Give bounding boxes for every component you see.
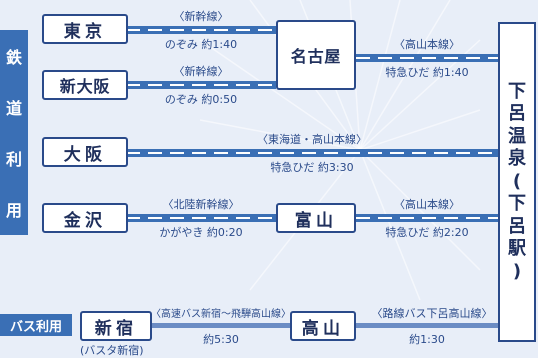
line-name: 〈北陸新幹線〉: [162, 198, 240, 211]
line-name: 〈高山本線〉: [394, 198, 460, 211]
dest-char: 下: [508, 193, 526, 215]
train-time: 特急ひだ 約3:30: [270, 161, 354, 174]
train-time: のぞみ 約0:50: [164, 93, 238, 106]
dest-char: 下: [508, 80, 526, 102]
rail-label-char: 鉄: [5, 47, 22, 67]
route-takayama-gero: [356, 323, 498, 328]
line-name: 〈新幹線〉: [173, 10, 229, 23]
station-nagoya: 名古屋: [276, 20, 356, 90]
rail-label-char: 利: [5, 150, 22, 170]
train-time: 約5:30: [203, 333, 239, 346]
station-takayama: 高山: [290, 311, 356, 341]
line-name: 〈高山本線〉: [394, 38, 460, 51]
station-osaka: 大阪: [42, 137, 128, 167]
station-shin-osaka: 新大阪: [42, 70, 128, 100]
route-shinjuku-takayama: [150, 323, 290, 328]
train-time: 約1:30: [409, 333, 445, 346]
rail-label-char: 道: [5, 98, 22, 118]
station-shinjuku: 新宿: [80, 311, 152, 341]
route-shinosaka-nagoya: [126, 81, 276, 89]
shinjuku-subtitle: (バスタ新宿): [80, 344, 144, 357]
line-name: 〈路線バス下呂高山線〉: [371, 307, 493, 320]
destination-gero-onsen: 下 呂 温 泉 ( 下 呂 駅 ): [498, 22, 536, 342]
rail-usage-label: 鉄 道 利 用: [0, 30, 28, 235]
dest-char: 泉: [508, 148, 526, 170]
dest-char: ): [512, 260, 522, 282]
dest-char: 駅: [508, 238, 526, 260]
station-toyama: 富山: [276, 203, 356, 233]
train-time: 特急ひだ 約2:20: [385, 226, 469, 239]
train-time: かがやき 約0:20: [159, 226, 243, 239]
route-osaka-gero: [126, 149, 498, 157]
station-tokyo: 東京: [42, 14, 128, 44]
bus-usage-label: バス利用: [0, 314, 72, 336]
dest-char: (: [512, 170, 522, 192]
dest-char: 呂: [508, 103, 526, 125]
dest-char: 温: [508, 125, 526, 147]
line-name: 〈新幹線〉: [173, 65, 229, 78]
train-time: 特急ひだ 約1:40: [385, 66, 469, 79]
line-name: 〈東海道・高山本線〉: [257, 133, 367, 146]
rail-label-char: 用: [5, 201, 22, 221]
dest-char: 呂: [508, 215, 526, 237]
train-time: のぞみ 約1:40: [164, 38, 238, 51]
route-kanazawa-toyama: [126, 214, 276, 222]
route-nagoya-gero: [356, 54, 498, 62]
route-toyama-gero: [356, 214, 498, 222]
line-name: 〈高速バス新宿〜飛騨高山線〉: [151, 309, 291, 320]
route-tokyo-nagoya: [126, 26, 276, 34]
station-kanazawa: 金沢: [42, 203, 128, 233]
